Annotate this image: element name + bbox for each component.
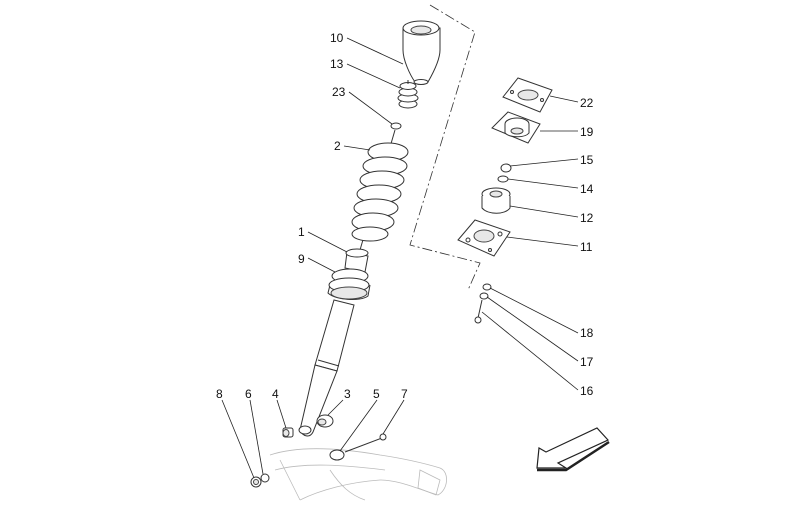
mounting-flange	[457, 219, 511, 257]
nut-15	[500, 163, 512, 173]
callout-3: 3	[344, 387, 351, 401]
gasket-plate	[502, 77, 553, 113]
washer-6	[260, 473, 270, 483]
callout-13: 13	[330, 57, 344, 71]
callout-6: 6	[245, 387, 252, 401]
callout-15: 15	[580, 153, 594, 167]
direction-arrow-icon	[536, 427, 610, 472]
callout-1: 1	[298, 225, 305, 239]
bolt-5-7	[329, 433, 387, 461]
callout-12: 12	[580, 211, 594, 225]
callout-10: 10	[330, 31, 344, 45]
suspension-arm	[269, 448, 447, 501]
rubber-mount	[481, 187, 511, 214]
callout-4: 4	[272, 387, 279, 401]
washer-23	[390, 122, 402, 130]
callout-17: 17	[580, 355, 594, 369]
callout-2: 2	[334, 139, 341, 153]
bushing-4	[282, 427, 294, 438]
callout-18: 18	[580, 326, 594, 340]
shock-tube	[298, 299, 355, 437]
bump-stop	[397, 80, 419, 109]
callout-19: 19	[580, 125, 594, 139]
callout-22: 22	[580, 96, 594, 110]
washer-14	[497, 175, 509, 183]
leader-lines	[221, 37, 579, 479]
bolt-stack	[474, 283, 492, 324]
spring-seat	[327, 268, 371, 301]
callout-9: 9	[298, 252, 305, 266]
callout-8: 8	[216, 387, 223, 401]
callout-7: 7	[401, 387, 408, 401]
callout-labels: 10 13 23 2 1 9 8 6 4 3 5 7 22 19 15 14 1…	[216, 31, 594, 401]
top-mount	[491, 111, 541, 144]
callout-11: 11	[580, 240, 593, 254]
callout-23: 23	[332, 85, 346, 99]
nut-8	[250, 476, 262, 488]
callout-14: 14	[580, 182, 594, 196]
coil-spring	[351, 142, 409, 242]
callout-5: 5	[373, 387, 380, 401]
callout-16: 16	[580, 384, 594, 398]
dust-boot	[402, 20, 441, 85]
bushing-3	[316, 414, 334, 428]
assembly-boundary	[409, 4, 481, 291]
shock-upper-body	[344, 248, 369, 273]
